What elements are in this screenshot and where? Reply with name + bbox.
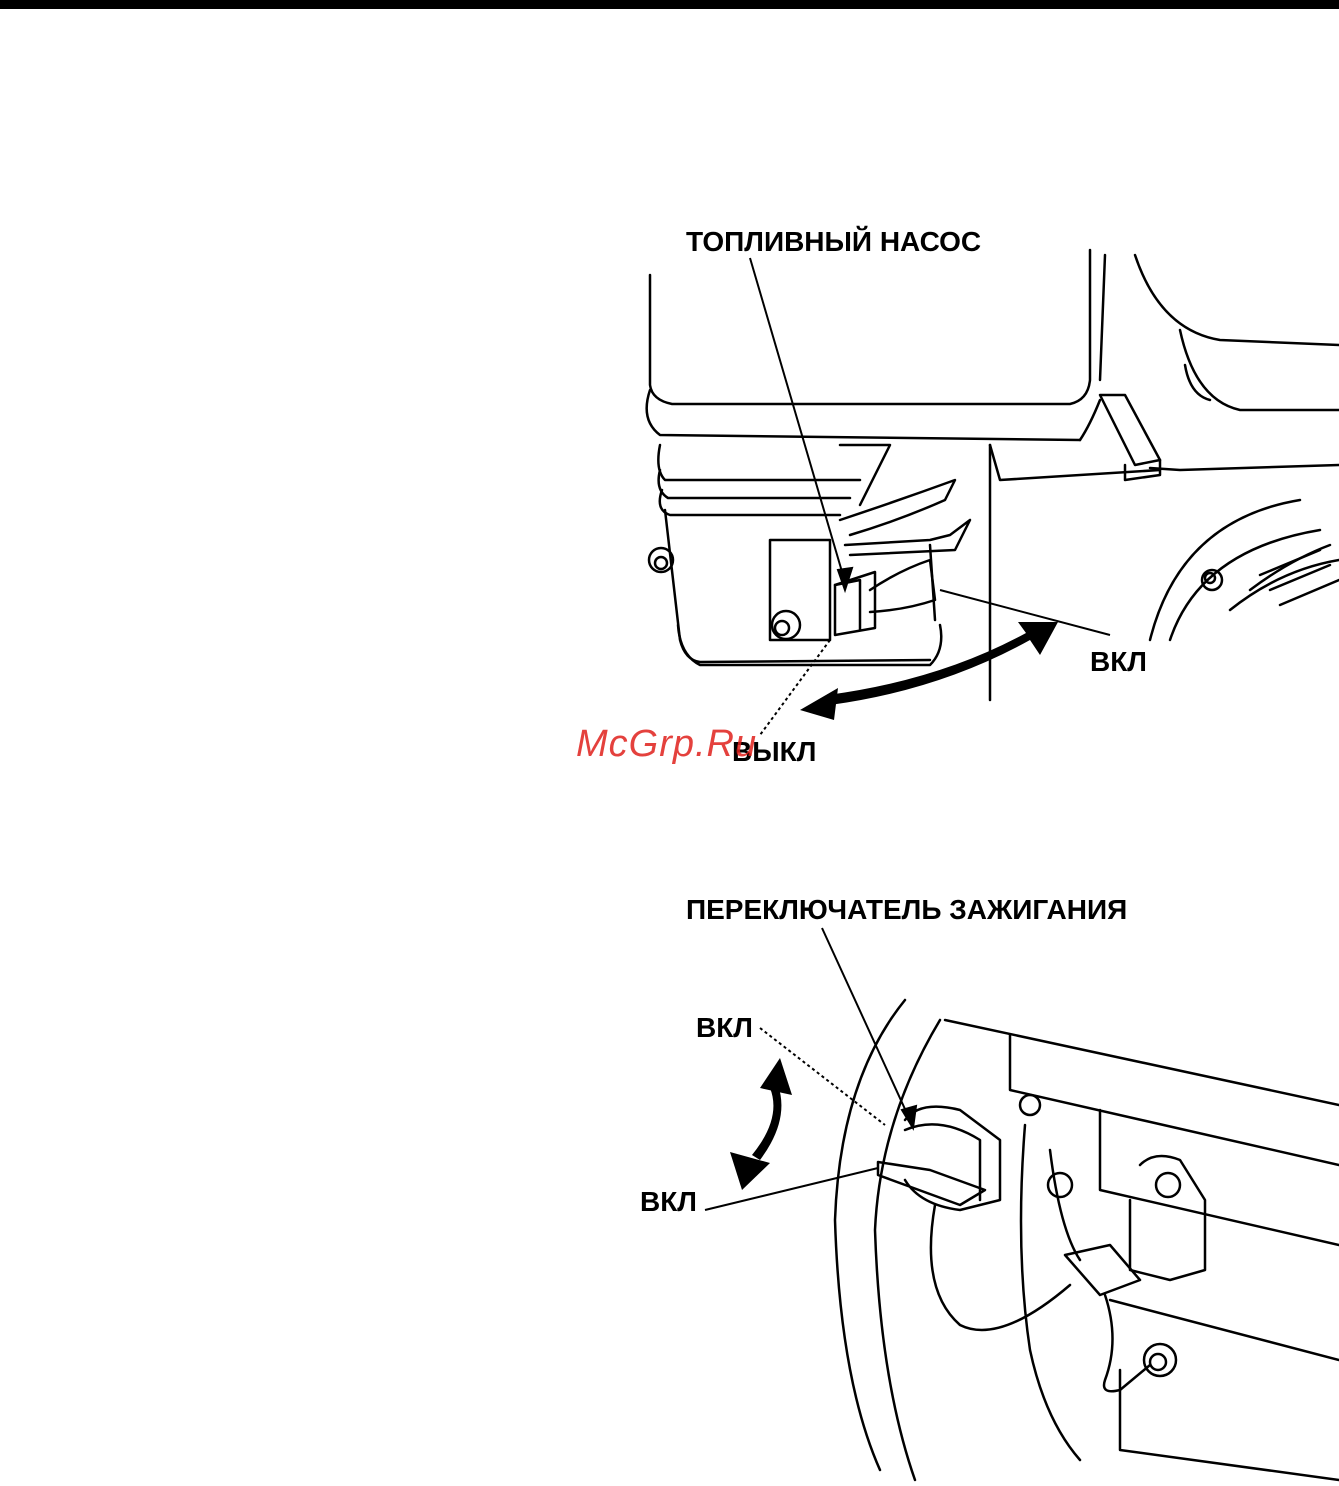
watermark: McGrp.Ru <box>576 725 757 763</box>
ignition-arrow-bottom-head <box>730 1152 770 1190</box>
ignition-arrow-top-head <box>760 1058 792 1095</box>
on-off-arrow-shaft <box>828 622 1058 705</box>
figure1-engine-drawing <box>647 250 1339 700</box>
leader-lines <box>705 258 1110 1210</box>
ignition-switch-label: ПЕРЕКЛЮЧАТЕЛЬ ЗАЖИГАНИЯ <box>686 896 1127 924</box>
ignition-upper-label: ВКЛ <box>696 1014 753 1042</box>
fuel-pump-label: ТОПЛИВНЫЙ НАСОС <box>686 228 981 256</box>
fuel-pump-leader <box>750 258 845 582</box>
fuel-valve-on-label: ВКЛ <box>1090 648 1147 676</box>
ignition-arrow-shaft <box>752 1085 781 1160</box>
figure2-engine-drawing <box>835 1000 1339 1480</box>
ignition-lower-label: ВКЛ <box>640 1188 697 1216</box>
